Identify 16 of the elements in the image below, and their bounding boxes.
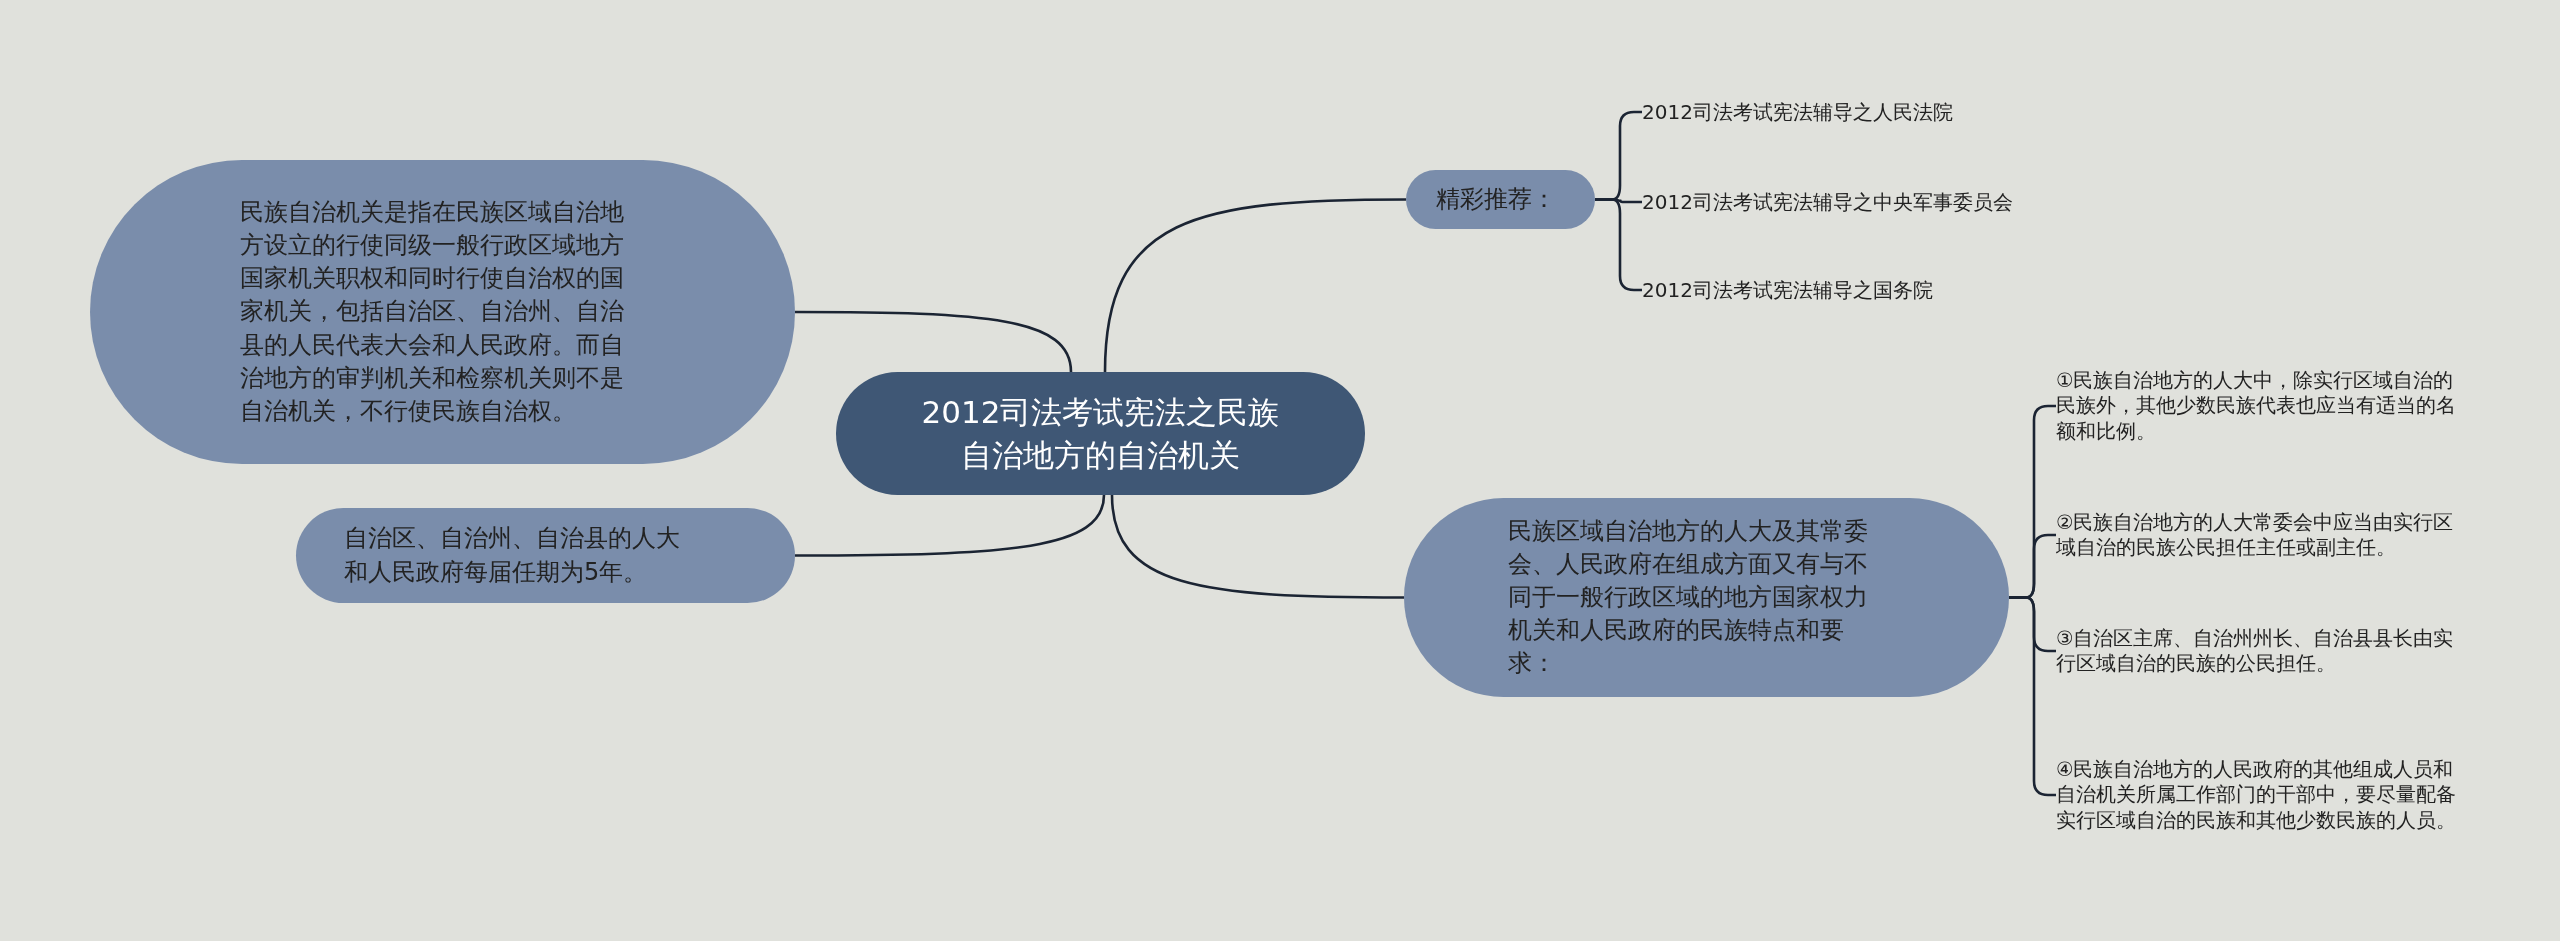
branch-text: 2012司法考试宪法辅导之人民法院 (1642, 96, 2082, 128)
branch-text: ②民族自治地方的人大常委会中应当由实行区域自治的民族公民担任主任或副主任。 (2056, 506, 2476, 564)
connector-line (1110, 494, 1404, 599)
topic-bubble: 自治区、自治州、自治县的人大和人民政府每届任期为5年。 (296, 508, 795, 603)
topic-bubble: 精彩推荐： (1406, 170, 1595, 229)
central-topic: 2012司法考试宪法之民族自治地方的自治机关 (836, 372, 1365, 495)
branch-text: ③自治区主席、自治州州长、自治县县长由实行区域自治的民族的公民担任。 (2056, 622, 2476, 680)
branch-text: ①民族自治地方的人大中，除实行区域自治的民族外，其他少数民族代表也应当有适当的名额和比例。 (2056, 364, 2476, 448)
branch-text: 2012司法考试宪法辅导之中央军事委员会 (1642, 186, 2082, 218)
connector-line (795, 310, 1073, 373)
branch-text: 2012司法考试宪法辅导之国务院 (1642, 274, 2082, 306)
topic-bubble: 民族区域自治地方的人大及其常委会、人民政府在组成方面又有与不同于一般行政区域的地方国家权力机关和人民政府的民族特点和要求： (1404, 498, 2009, 697)
connector-line (1103, 198, 1406, 373)
connector-line (795, 494, 1106, 557)
branch-text: ④民族自治地方的人民政府的其他组成人员和自治机关所属工作部门的干部中，要尽量配备实行区域自治的民族和其他少数民族的人员。 (2056, 740, 2476, 850)
topic-bubble: 民族自治机关是指在民族区域自治地方设立的行使同级一般行政区域地方国家机关职权和同时行使自治权的国家机关，包括自治区、自治州、自治县的人民代表大会和人民政府。而自治地方的审判机关和检察机关则不是自治机关，不行使民族自治权。 (90, 160, 795, 464)
